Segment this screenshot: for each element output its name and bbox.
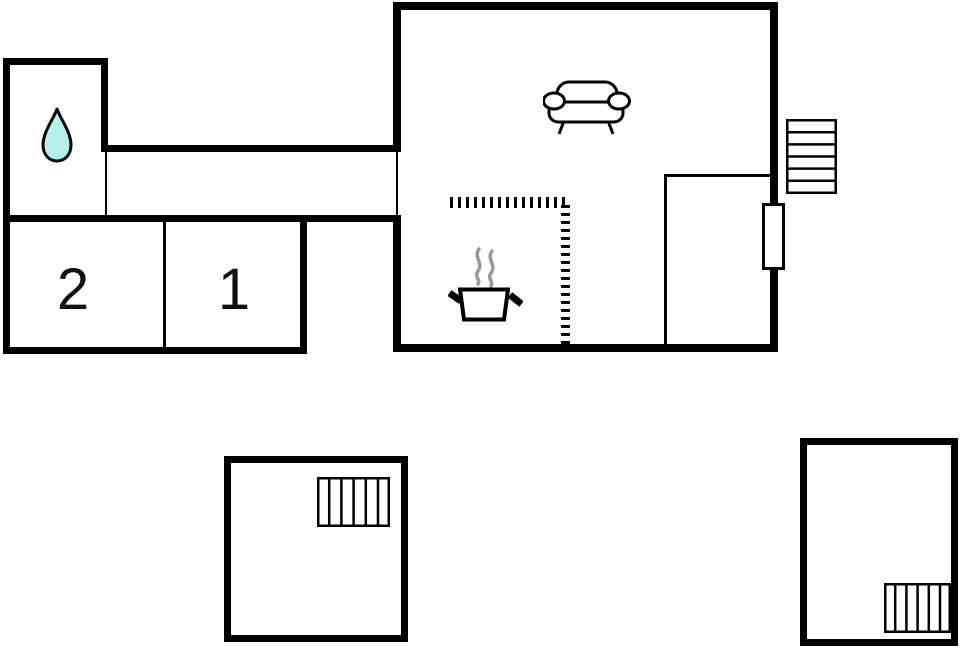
house-left-wall (3, 58, 10, 354)
bathroom-top-wall (3, 58, 108, 65)
sofa-armrest-left (543, 91, 566, 111)
stairs-treads (327, 478, 380, 526)
livingroom-bottom-wall (393, 344, 778, 352)
inner-room-top-line (664, 174, 770, 177)
pot-handle-right (507, 292, 523, 307)
livingroom-left-wall-lower (393, 215, 401, 352)
bedroom1-right-wall (300, 215, 307, 354)
entrance-door (762, 203, 785, 270)
stairs-treads (787, 131, 836, 182)
bedroom-2-label: 2 (56, 257, 90, 322)
livingroom-left-wall-upper (393, 2, 401, 152)
bedrooms-bottom-wall (3, 347, 307, 354)
corridor-top-wall (101, 145, 400, 152)
water-drop-icon (41, 107, 73, 163)
steam-line-right (487, 249, 495, 288)
livingroom-right-wall (770, 2, 778, 352)
entrance-stairs-icon (786, 119, 837, 194)
outbuilding-right-stairs-icon (884, 583, 951, 633)
bathroom-right-wall (101, 58, 108, 152)
sofa-armrest-right (607, 91, 631, 111)
pot-handle-left (448, 290, 463, 304)
stairs-treads (893, 584, 942, 632)
livingroom-top-wall (393, 2, 778, 10)
inner-room-left-line (664, 174, 667, 347)
bedrooms-divider-line (163, 222, 166, 347)
pot-body (457, 287, 511, 322)
water-drop-shape (41, 107, 73, 163)
livingroom-door-opening-line (396, 152, 398, 215)
outbuilding-left-stairs-icon (317, 477, 390, 527)
bedroom-1-label: 1 (217, 257, 251, 322)
sofa-icon (543, 80, 631, 135)
kitchen-boundary-dashed-vertical (561, 205, 570, 347)
corridor-bottom-wall (3, 215, 400, 222)
kitchen-boundary-dashed-horizontal (450, 197, 570, 208)
bathroom-door-opening-line (105, 152, 107, 215)
cooking-pot-icon (448, 247, 523, 322)
sofa-seat (547, 100, 625, 124)
steam-line-left (474, 247, 482, 286)
